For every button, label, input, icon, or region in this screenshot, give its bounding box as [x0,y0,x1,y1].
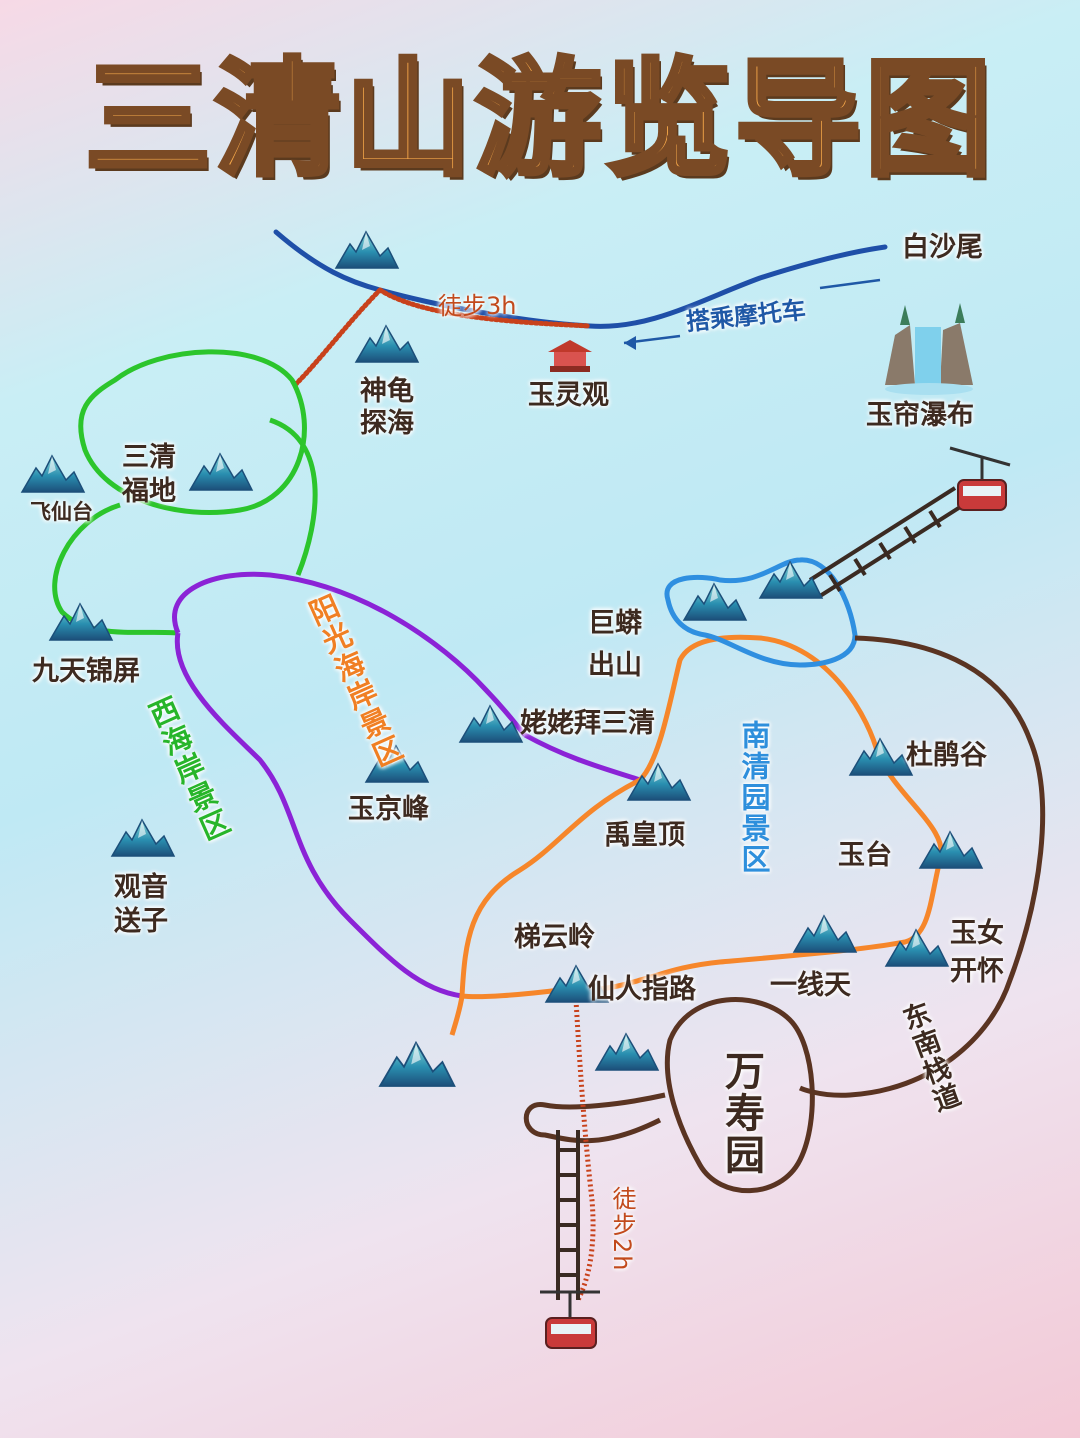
mountain-icon-yixian [793,915,857,953]
cable-car-icon-top [949,446,1011,511]
label-shengui-2: 探海 [360,408,414,439]
label-yulian-pubu: 玉帘瀑布 [866,400,974,431]
cable-car-icon-bottom [540,1290,600,1349]
label-nanqing-zone: 南清园景区 [737,720,771,875]
label-yixiantian: 一线天 [770,970,851,1001]
mountain-icon-top [335,231,399,269]
mountain-icon-blue-1 [683,583,747,621]
label-yujingfeng: 玉京峰 [348,794,429,825]
blue-zone-loop [664,557,858,668]
hike-path-lower [573,999,596,1302]
page-title: 三清山游览导图 [83,44,995,196]
ladder-icon-bottom [556,1130,580,1300]
label-sanqing-fudi-2: 福地 [122,476,176,507]
ladder-icon-right [808,486,967,598]
mountain-icon-yunv [885,929,949,967]
mountain-icon-fudi [189,453,253,491]
waterfall-icon [885,303,973,395]
label-jiutian-jinping: 九天锦屏 [32,656,140,687]
label-jumang-1: 巨蟒 [588,608,642,639]
label-yuhuangding: 禹皇顶 [604,820,685,851]
label-yutai: 玉台 [838,840,892,871]
green-zone-loop [78,349,307,515]
label-wanshouyuan: 万寿园 [718,1050,764,1176]
orange-zone-loop [449,634,944,1036]
label-tiyunling: 梯云岭 [514,922,595,953]
label-hike-3h: 徒步3h [438,292,517,320]
label-guanyin-2: 送子 [114,906,168,937]
label-xianren-zhilu: 仙人指路 [588,974,696,1005]
mountain-icon-laolao [459,705,523,743]
mountain-icon-yutai [919,831,983,869]
label-laolao-bai-sanqing: 姥姥拜三清 [520,708,655,739]
label-feixiantai: 飞仙台 [30,500,93,524]
label-jumang-2: 出山 [588,650,642,681]
temple-icon [548,340,592,372]
label-yunv-1: 玉女 [950,918,1004,949]
label-shengui-1: 神龟 [360,376,414,407]
label-sanqing-fudi-1: 三清 [122,442,176,473]
mountain-icon-bottom-left [379,1041,456,1087]
label-hike-2h: 徒步2h [608,1186,636,1273]
mountain-icon-shengui [355,325,419,363]
label-yunv-2: 开怀 [950,956,1004,987]
mountain-icon-blue-2 [759,561,823,599]
brown-zone-loop [798,635,1046,1098]
label-dujuangu: 杜鹃谷 [906,740,987,771]
river-line [273,229,888,329]
label-baishawei: 白沙尾 [902,232,983,263]
mountain-icon-dujuan [849,738,913,776]
mountain-icon-lower [595,1033,659,1071]
label-yulingguan: 玉灵观 [528,380,609,411]
mountain-icon-guanyin [111,819,175,857]
wanshouyuan-ring [523,997,815,1194]
green-zone-outer [52,417,318,636]
mountain-icon-feixian [21,455,85,493]
label-guanyin-1: 观音 [114,872,168,903]
hike-path-upper [293,287,593,387]
purple-zone-loop [172,571,641,999]
